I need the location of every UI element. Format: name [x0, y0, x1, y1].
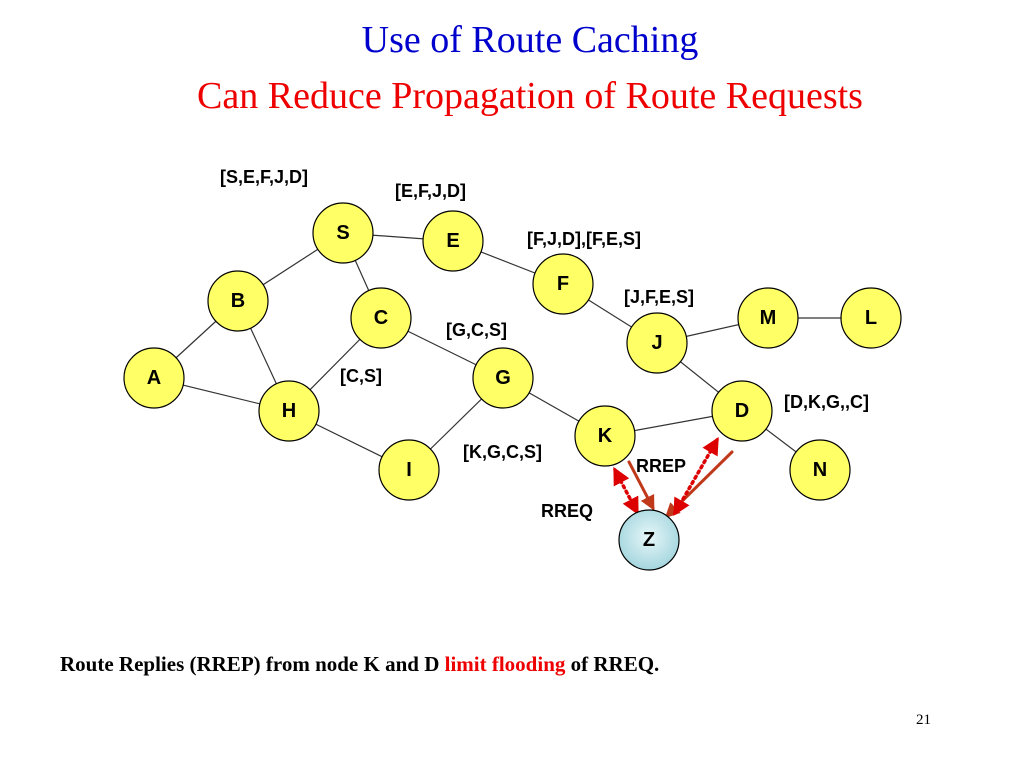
route-cache-label: [F,J,D],[F,E,S]: [527, 229, 641, 249]
node-label: D: [735, 400, 749, 422]
node-n: N: [789, 439, 851, 501]
node-h: H: [258, 380, 320, 442]
node-label: G: [495, 367, 511, 389]
rreq-arrow-k-z: [613, 466, 639, 516]
caption: Route Replies (RREP) from node K and D l…: [60, 652, 659, 677]
node-circle: [422, 210, 484, 272]
message-arrows: [613, 436, 734, 519]
nodes-layer: S E F B C J M L A G H D K I N Z: [123, 202, 902, 571]
page-number: 21: [916, 712, 931, 728]
node-circle: [711, 380, 773, 442]
node-label: J: [651, 332, 662, 354]
node-circle: [626, 312, 688, 374]
route-cache-label: [C,S]: [340, 366, 382, 386]
node-k: K: [574, 405, 636, 467]
node-d: D: [711, 380, 773, 442]
node-a: A: [123, 347, 185, 409]
node-circle: [840, 287, 902, 349]
node-c: C: [350, 287, 412, 349]
route-cache-label: [K,G,C,S]: [463, 442, 542, 462]
rrep-label: RREP: [636, 456, 686, 476]
route-cache-label: [D,K,G,,C]: [784, 392, 869, 412]
node-circle: [618, 509, 680, 571]
node-circle: [378, 439, 440, 501]
node-circle: [123, 347, 185, 409]
node-label: A: [147, 367, 161, 389]
node-label: Z: [643, 529, 655, 551]
node-circle: [789, 439, 851, 501]
node-circle: [312, 202, 374, 264]
node-z: Z: [618, 509, 680, 571]
rreq-label: RREQ: [541, 501, 593, 521]
node-g: G: [472, 347, 534, 409]
caption-text-end: of RREQ.: [565, 652, 660, 676]
node-circle: [350, 287, 412, 349]
node-i: I: [378, 439, 440, 501]
node-label: C: [374, 307, 388, 329]
rreq-arrow-d-z: [673, 436, 719, 517]
slide-subtitle: Can Reduce Propagation of Route Requests: [197, 75, 863, 117]
node-label: B: [231, 290, 245, 312]
slide-title: Use of Route Caching: [361, 19, 699, 61]
node-label: M: [760, 307, 777, 329]
caption-text: Route Replies (RREP) from node K and D: [60, 652, 445, 676]
node-circle: [472, 347, 534, 409]
node-circle: [574, 405, 636, 467]
cache-labels: [S,E,F,J,D] [E,F,J,D] [F,J,D],[F,E,S] [J,F,…: [220, 167, 869, 521]
node-e: E: [422, 210, 484, 272]
node-label: F: [557, 273, 569, 295]
node-l: L: [840, 287, 902, 349]
route-cache-label: [J,F,E,S]: [624, 287, 694, 307]
node-label: K: [598, 425, 613, 447]
node-circle: [258, 380, 320, 442]
node-label: I: [406, 459, 412, 481]
node-circle: [737, 287, 799, 349]
route-cache-label: [E,F,J,D]: [395, 181, 466, 201]
node-label: E: [446, 230, 459, 252]
node-s: S: [312, 202, 374, 264]
caption-highlight: limit flooding: [444, 652, 566, 676]
node-circle: [532, 253, 594, 315]
node-b: B: [207, 270, 269, 332]
node-label: N: [813, 459, 827, 481]
node-m: M: [737, 287, 799, 349]
node-label: S: [336, 222, 349, 244]
node-label: H: [282, 400, 296, 422]
route-cache-label: [G,C,S]: [446, 320, 507, 340]
node-label: L: [865, 307, 877, 329]
node-f: F: [532, 253, 594, 315]
node-j: J: [626, 312, 688, 374]
node-circle: [207, 270, 269, 332]
route-cache-label: [S,E,F,J,D]: [220, 167, 308, 187]
